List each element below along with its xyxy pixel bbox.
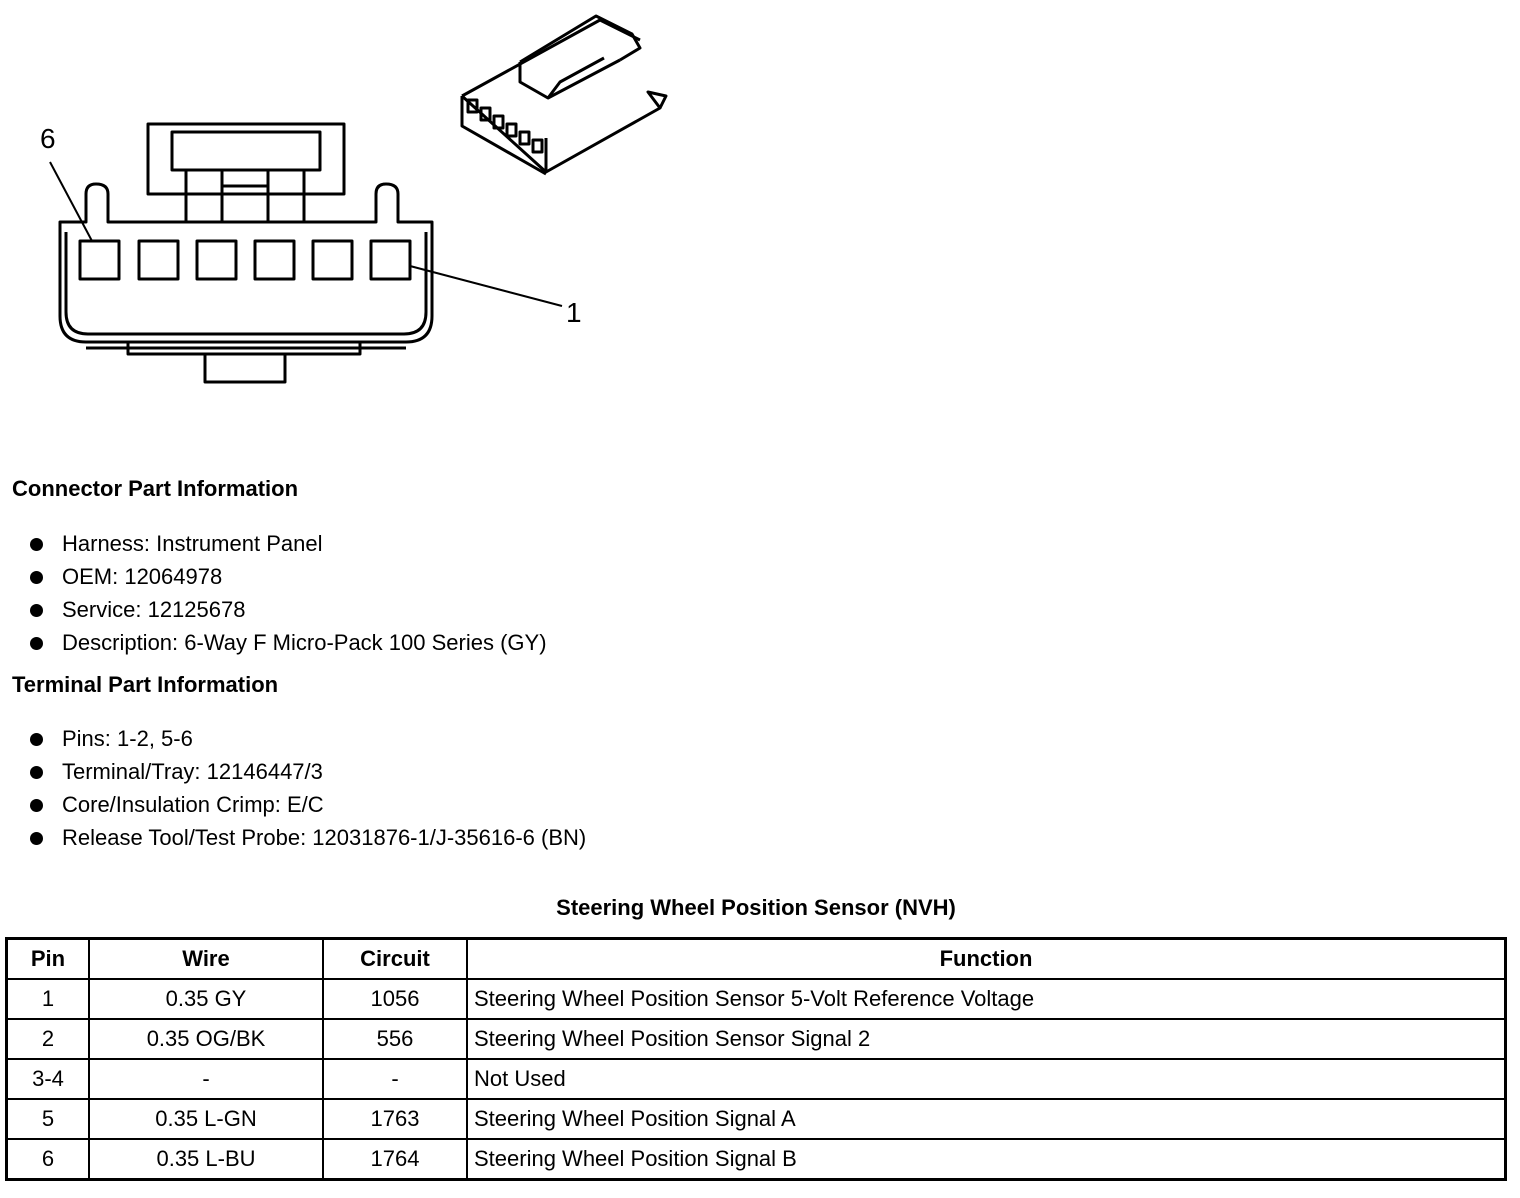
list-item: Harness: Instrument Panel	[30, 533, 547, 566]
cell-function: Not Used	[466, 1058, 1507, 1100]
table-row: 1 0.35 GY 1056 Steering Wheel Position S…	[5, 978, 1507, 1020]
list-item: Description: 6-Way F Micro-Pack 100 Seri…	[30, 632, 547, 665]
header-wire: Wire	[88, 937, 324, 980]
cell-pin: 1	[5, 978, 90, 1020]
table-row: 5 0.35 L-GN 1763 Steering Wheel Position…	[5, 1098, 1507, 1140]
cell-pin: 3-4	[5, 1058, 90, 1100]
bullet-icon	[30, 604, 43, 617]
bullet-icon	[30, 571, 43, 584]
connector-info-list: Harness: Instrument Panel OEM: 12064978 …	[30, 533, 547, 665]
connector-face-view-icon	[49, 122, 563, 384]
table-row: 2 0.35 OG/BK 556 Steering Wheel Position…	[5, 1018, 1507, 1060]
pinout-table: Pin Wire Circuit Function 1 0.35 GY 1056…	[5, 937, 1507, 1181]
cell-circuit: 556	[322, 1018, 468, 1060]
terminal-info-list: Pins: 1-2, 5-6 Terminal/Tray: 12146447/3…	[30, 728, 586, 860]
header-function: Function	[466, 937, 1507, 980]
cell-pin: 2	[5, 1018, 90, 1060]
list-item: Service: 12125678	[30, 599, 547, 632]
cell-function: Steering Wheel Position Sensor Signal 2	[466, 1018, 1507, 1060]
cell-function: Steering Wheel Position Sensor 5-Volt Re…	[466, 978, 1507, 1020]
cell-wire: 0.35 OG/BK	[88, 1018, 324, 1060]
table-row: 3-4 - - Not Used	[5, 1058, 1507, 1100]
cell-pin: 5	[5, 1098, 90, 1140]
list-item: Pins: 1-2, 5-6	[30, 728, 586, 761]
cell-circuit: 1056	[322, 978, 468, 1020]
list-item: Core/Insulation Crimp: E/C	[30, 794, 586, 827]
bullet-icon	[30, 733, 43, 746]
header-pin: Pin	[5, 937, 90, 980]
cell-circuit: 1764	[322, 1138, 468, 1181]
terminal-info-title: Terminal Part Information	[12, 672, 279, 697]
connector-3d-view-icon	[460, 14, 668, 176]
list-item: Release Tool/Test Probe: 12031876-1/J-35…	[30, 827, 586, 860]
table-header-row: Pin Wire Circuit Function	[5, 937, 1507, 980]
bullet-icon	[30, 766, 43, 779]
bullet-icon	[30, 799, 43, 812]
cell-wire: 0.35 L-GN	[88, 1098, 324, 1140]
cell-wire: 0.35 L-BU	[88, 1138, 324, 1181]
list-item: OEM: 12064978	[30, 566, 547, 599]
cell-wire: -	[88, 1058, 324, 1100]
cell-pin: 6	[5, 1138, 90, 1181]
bullet-icon	[30, 832, 43, 845]
connector-info-title: Connector Part Information	[12, 476, 299, 501]
table-title: Steering Wheel Position Sensor (NVH)	[556, 895, 956, 920]
cell-circuit: -	[322, 1058, 468, 1100]
pin-6-callout: 6	[40, 123, 56, 154]
cell-function: Steering Wheel Position Signal A	[466, 1098, 1507, 1140]
pin-1-callout: 1	[566, 297, 582, 328]
cell-wire: 0.35 GY	[88, 978, 324, 1020]
bullet-icon	[30, 637, 43, 650]
list-item: Terminal/Tray: 12146447/3	[30, 761, 586, 794]
cell-circuit: 1763	[322, 1098, 468, 1140]
table-row: 6 0.35 L-BU 1764 Steering Wheel Position…	[5, 1138, 1507, 1181]
header-circuit: Circuit	[322, 937, 468, 980]
connector-diagram: 6 1	[40, 14, 668, 384]
cell-function: Steering Wheel Position Signal B	[466, 1138, 1507, 1181]
bullet-icon	[30, 538, 43, 551]
